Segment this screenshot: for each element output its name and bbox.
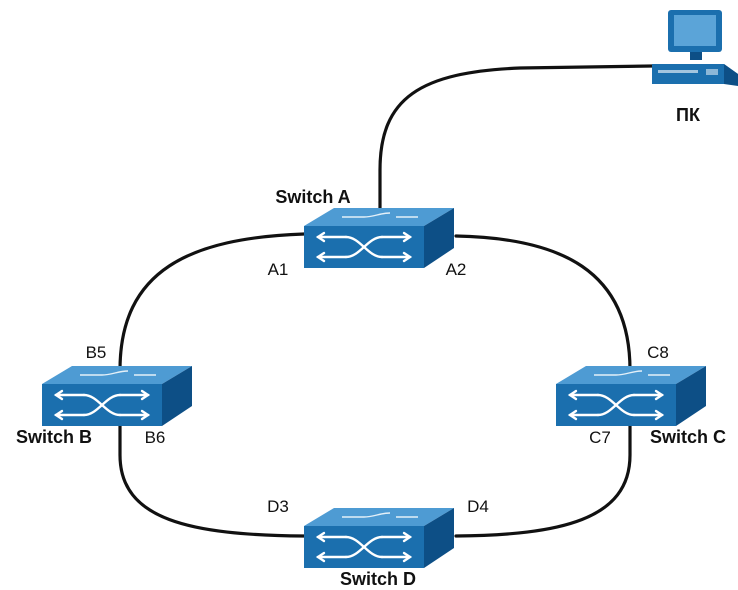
port-label-d4: D4 (467, 497, 489, 516)
cable-a2-to-c8 (454, 234, 632, 372)
switch-c-label: Switch C (650, 427, 726, 447)
switch-d-label: Switch D (340, 569, 416, 589)
switch-d-icon (302, 506, 456, 570)
switch-a-label: Switch A (275, 187, 350, 207)
port-label-b6: B6 (145, 428, 166, 447)
pc-label: ПК (676, 105, 701, 125)
switch-c-icon (554, 364, 708, 428)
cable-a1-to-b5 (118, 232, 306, 372)
port-label-b5: B5 (86, 343, 107, 362)
port-label-c7: C7 (589, 428, 611, 447)
switch-b-label: Switch B (16, 427, 92, 447)
switch-b-icon (40, 364, 194, 428)
port-label-c8: C8 (647, 343, 669, 362)
port-label-d3: D3 (267, 497, 289, 516)
cables (118, 64, 654, 538)
cable-pc-to-switch-a (378, 64, 654, 210)
cable-c7-to-d4 (454, 418, 632, 538)
cable-b6-to-d3 (118, 418, 306, 538)
switch-a-icon (302, 206, 456, 270)
computer-icon (652, 10, 738, 86)
port-label-a1: A1 (268, 260, 289, 279)
port-label-a2: A2 (446, 260, 467, 279)
